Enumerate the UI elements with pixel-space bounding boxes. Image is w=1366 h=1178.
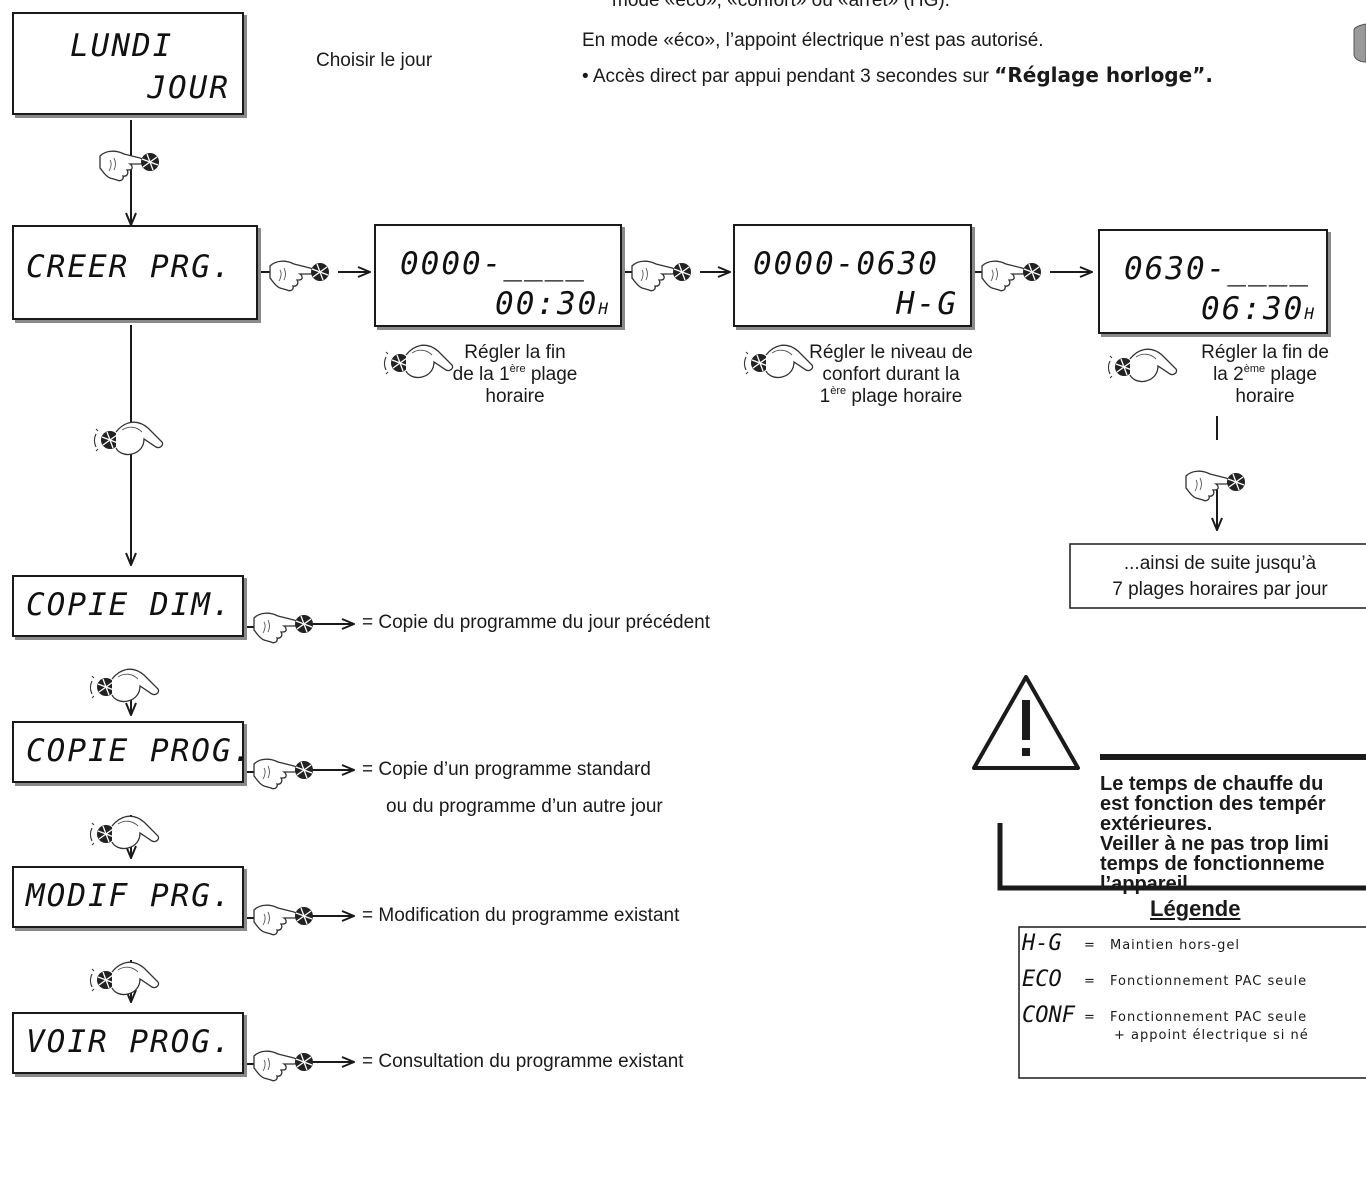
legend-code-conf: CONF (1022, 1003, 1075, 1028)
caption-step-3: Régler la fin de la 2ème plage horaire (1201, 342, 1329, 407)
hand-turn-icon (91, 962, 159, 994)
lcd-step-1: 0000-____ 00:30H (374, 224, 622, 327)
hand-press-icon (254, 1051, 313, 1080)
caption-step-2: Régler le niveau de confort durant la 1è… (809, 342, 973, 407)
legend-eq: = (1084, 974, 1095, 989)
hand-press-icon (632, 261, 691, 290)
legend-frame (1018, 926, 1366, 1079)
lcd-line2: 00:30H (495, 286, 608, 322)
lcd-line1: LUNDI (70, 28, 174, 64)
legend-eq: = (1084, 938, 1095, 953)
desc-modif: = Modification du programme existant (362, 905, 680, 926)
legend-desc-eco: Fonctionnement PAC seule (1110, 974, 1308, 989)
caption-step-1: Régler la fin de la 1ère plage horaire (452, 342, 578, 407)
menu-creer-prg[interactable]: CREER PRG. (12, 225, 258, 320)
desc-voir: = Consultation du programme existant (362, 1051, 684, 1072)
hand-press-icon (100, 151, 159, 180)
top-note-line1: mode «éco», «confort» ou «arrêt» (HG). (612, 0, 950, 11)
day-caption: Choisir le jour (316, 50, 433, 71)
menu-label: COPIE PROG. (26, 733, 254, 769)
legend-eq: = (1084, 1010, 1095, 1025)
legend-code-eco: ECO (1022, 967, 1062, 992)
hand-turn-icon (1109, 349, 1177, 381)
legend-title: Légende (1150, 896, 1241, 921)
continue-text: ...ainsi de suite jusqu’à 7 plages horai… (1112, 553, 1328, 600)
hand-press-icon (270, 261, 329, 290)
legend-desc-conf: Fonctionnement PAC seule (1110, 1010, 1308, 1025)
lcd-step-2: 0000-0630 H-G (733, 224, 972, 327)
top-note-line2: En mode «éco», l’appoint électrique n’es… (582, 30, 1044, 51)
lcd-line1: 0000-0630 (753, 246, 939, 282)
menu-copie-dim[interactable]: COPIE DIM. (12, 575, 244, 637)
legend-code-hg: H-G (1022, 931, 1062, 956)
hand-press-icon (982, 261, 1041, 290)
desc-copie-prog-1: = Copie d’un programme standard (362, 759, 651, 780)
lcd-day: LUNDI JOUR (12, 12, 244, 115)
button-icon (1353, 23, 1366, 63)
desc-copie-prog-2: ou du programme d’un autre jour (386, 796, 663, 817)
menu-label: COPIE DIM. (26, 587, 233, 623)
top-note-line3: • Accès direct par appui pendant 3 secon… (582, 63, 1213, 87)
lcd-step-3: 0630-____ 06:30H (1098, 229, 1328, 334)
warning-text: Le temps de chauffe du est fonction des … (1100, 774, 1329, 894)
lcd-line1: 0630-____ (1124, 251, 1310, 287)
menu-modif-prg[interactable]: MODIF PRG. (12, 866, 244, 928)
menu-label: MODIF PRG. (26, 878, 233, 914)
menu-label: CREER PRG. (26, 249, 233, 285)
desc-copie-dim: = Copie du programme du jour précédent (362, 612, 711, 633)
hand-press-icon (254, 759, 313, 788)
legend-desc-hg: Maintien hors-gel (1110, 938, 1240, 953)
hand-press-icon (1186, 471, 1245, 500)
legend-desc-conf-2: + appoint électrique si né (1114, 1028, 1309, 1043)
hand-turn-icon (95, 422, 163, 454)
hand-press-icon (254, 613, 313, 642)
lcd-line2: JOUR (147, 70, 230, 106)
menu-copie-prog[interactable]: COPIE PROG. (12, 721, 251, 783)
lcd-line1: 0000-____ (400, 246, 586, 282)
lcd-line2: H-G (896, 286, 958, 322)
menu-voir-prog[interactable]: VOIR PROG. (12, 1012, 244, 1074)
hand-press-icon (254, 905, 313, 934)
hand-turn-icon (91, 669, 159, 701)
menu-label: VOIR PROG. (26, 1024, 233, 1060)
hand-turn-icon (91, 816, 159, 848)
lcd-line2: 06:30H (1201, 291, 1314, 327)
